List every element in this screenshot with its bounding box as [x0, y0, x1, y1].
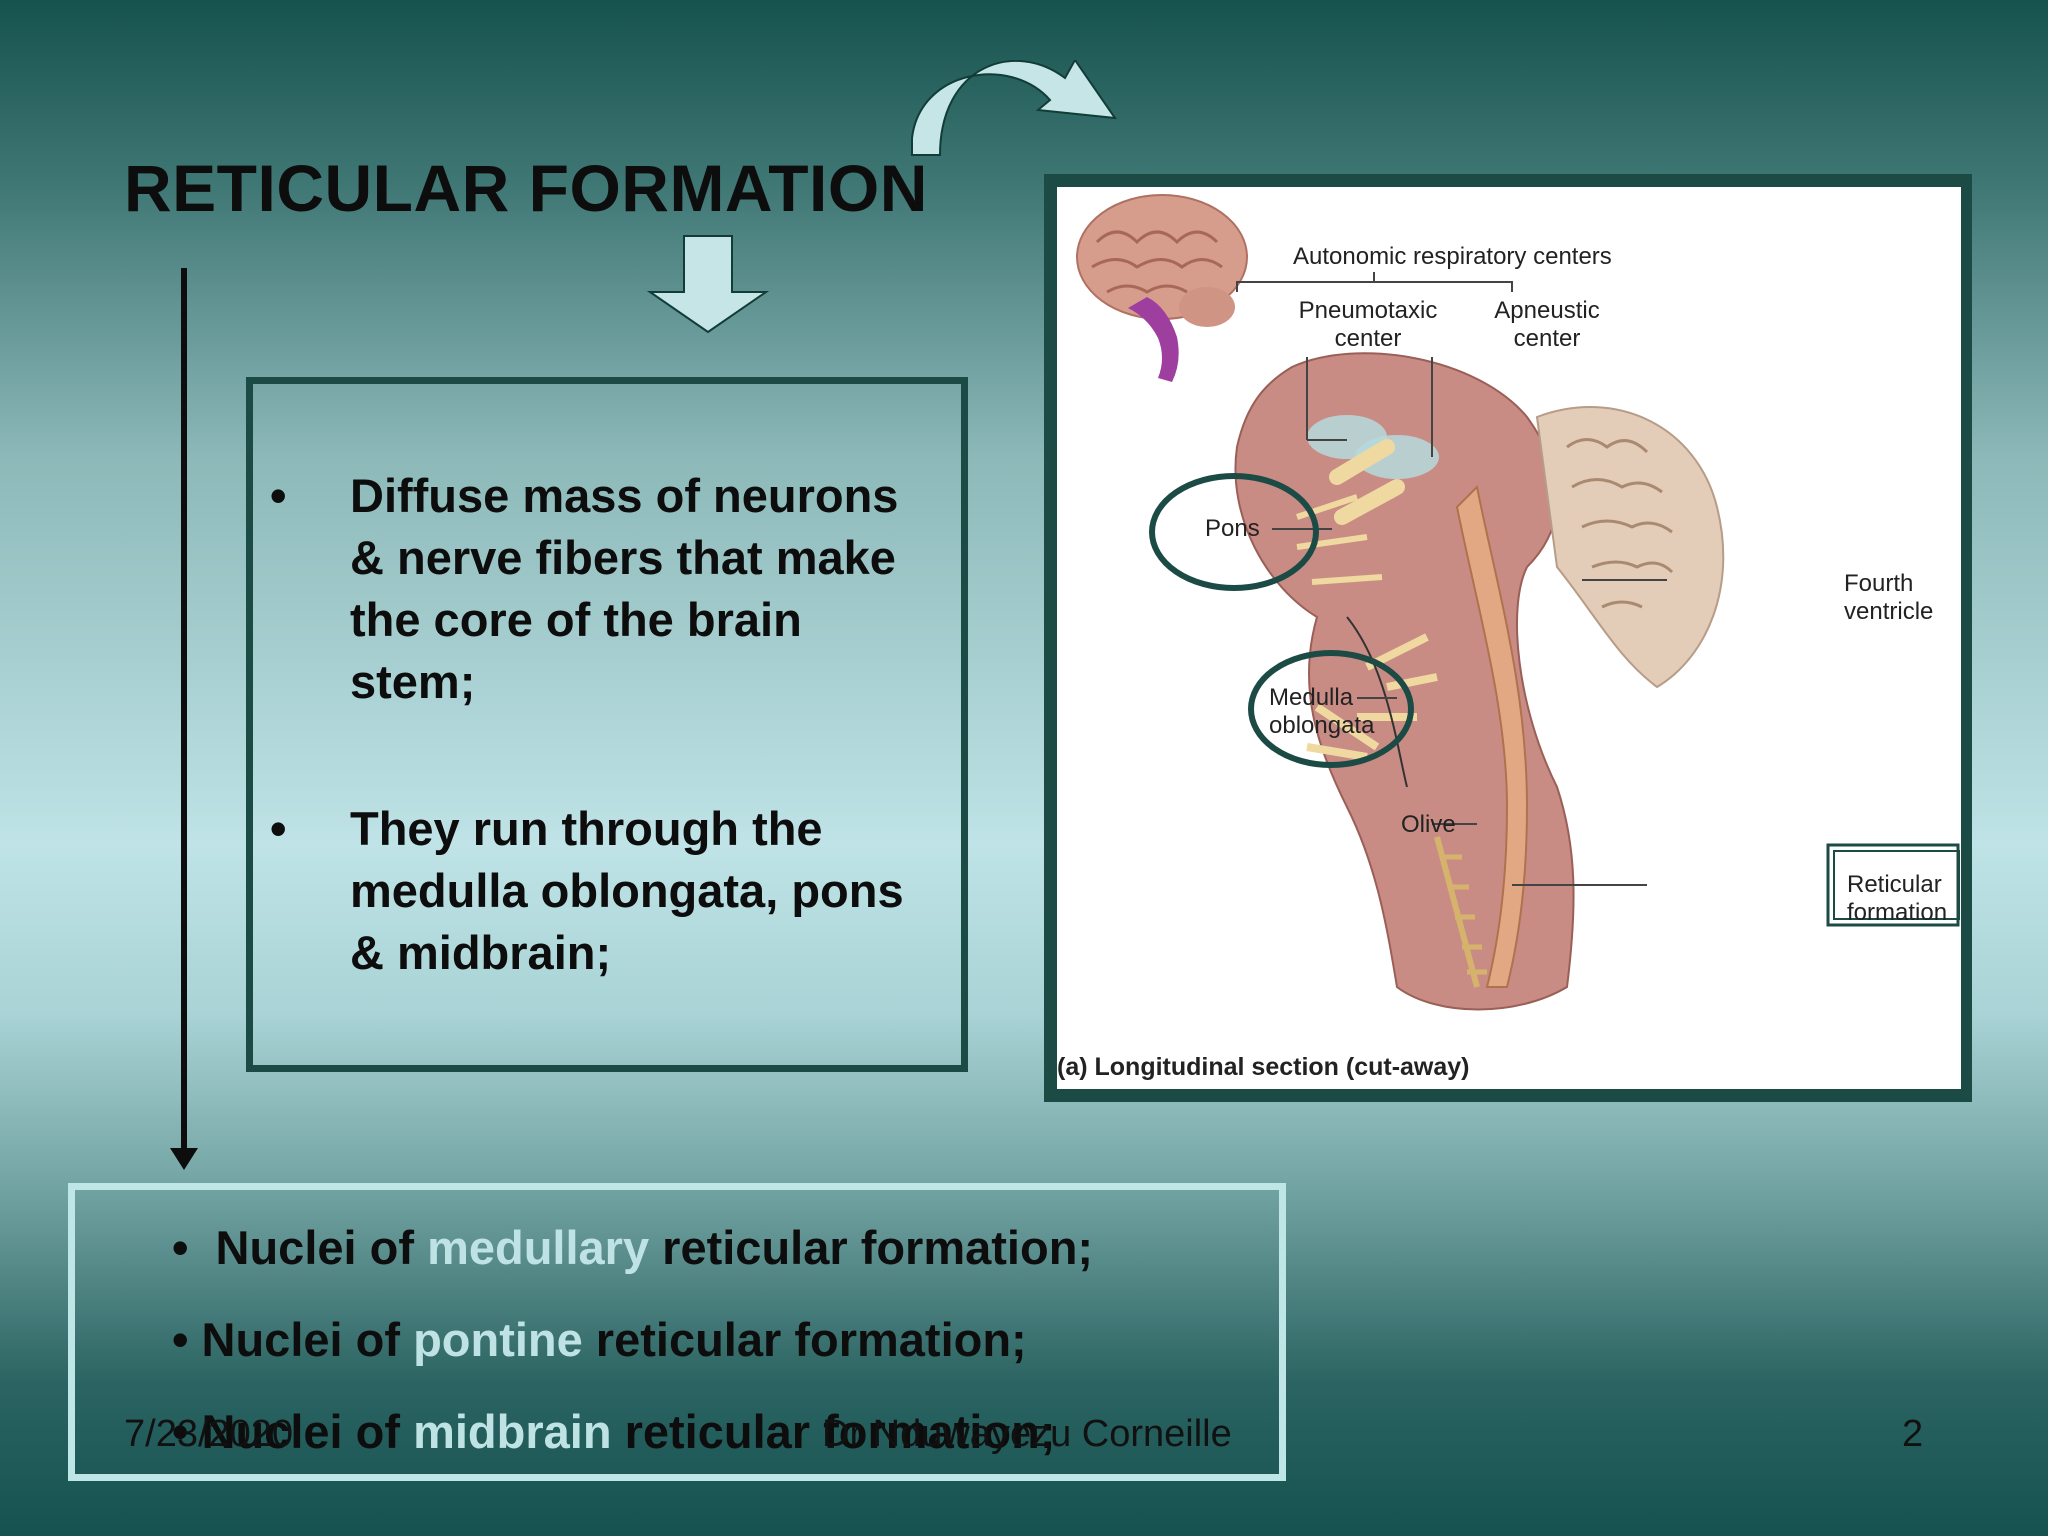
- bullet-icon: •: [172, 1313, 189, 1366]
- bullet-icon: •: [270, 469, 287, 522]
- vertical-connector-line: [181, 268, 187, 1153]
- nuclei-box: [68, 1183, 1286, 1481]
- fourth-ventricle-label: Fourth ventricle: [1844, 570, 1934, 625]
- footer-date: 7/23/2020: [124, 1413, 294, 1455]
- bullet-icon: •: [172, 1405, 189, 1458]
- pneumotaxic-label: Pneumotaxic center: [1298, 297, 1438, 352]
- description-bullet-2: • They run through the medulla oblongata…: [270, 798, 950, 998]
- bullet-icon: •: [270, 802, 287, 855]
- nuclei-bullet-2: • Nuclei of pontine reticular formation;: [172, 1312, 1027, 1367]
- down-arrowhead-icon: [170, 1148, 198, 1170]
- autonomic-centers-label: Autonomic respiratory centers: [1293, 243, 1612, 270]
- bullet-highlight: midbrain: [413, 1405, 612, 1458]
- medulla-label: Medulla oblongata: [1269, 684, 1375, 739]
- slide-title: RETICULAR FORMATION: [124, 151, 928, 225]
- description-bullet-1: • Diffuse mass of neurons & nerve fibers…: [270, 465, 950, 725]
- apneustic-label: Apneustic center: [1494, 297, 1600, 352]
- bullet-suffix: reticular formation;: [611, 1405, 1056, 1458]
- pons-label: Pons: [1205, 515, 1260, 542]
- olive-label: Olive: [1401, 811, 1456, 838]
- bullet-prefix: Nuclei of: [215, 1221, 428, 1274]
- down-arrow-icon: [646, 235, 770, 334]
- footer-author: Dr Nduwayezu Corneille: [822, 1413, 1232, 1455]
- reticular-formation-label: Reticular formation: [1847, 871, 1948, 926]
- bullet-suffix: reticular formation;: [582, 1313, 1027, 1366]
- bullet-text: They run through the medulla oblongata, …: [350, 802, 904, 979]
- bullet-highlight: pontine: [413, 1313, 583, 1366]
- curved-arrow-icon: [911, 60, 1118, 156]
- page-number: 2: [1902, 1413, 1924, 1455]
- bullet-text: Diffuse mass of neurons & nerve fibers t…: [350, 469, 899, 708]
- bullet-prefix: Nuclei of: [201, 1405, 414, 1458]
- nuclei-bullet-1: • Nuclei of medullary reticular formatio…: [172, 1220, 1093, 1275]
- brainstem-figure: Autonomic respiratory centers Pneumotaxi…: [1057, 187, 1961, 1089]
- figure-caption: (a) Longitudinal section (cut-away): [1057, 1053, 1470, 1081]
- description-box: [246, 377, 968, 1072]
- nuclei-bullet-3: • Nuclei of midbrain reticular formation…: [172, 1404, 1055, 1459]
- bullet-prefix: Nuclei of: [201, 1313, 414, 1366]
- bullet-highlight: medullary: [427, 1221, 650, 1274]
- bullet-suffix: reticular formation;: [649, 1221, 1094, 1274]
- bullet-icon: •: [172, 1221, 189, 1274]
- brainstem-illustration: [1076, 194, 1960, 1011]
